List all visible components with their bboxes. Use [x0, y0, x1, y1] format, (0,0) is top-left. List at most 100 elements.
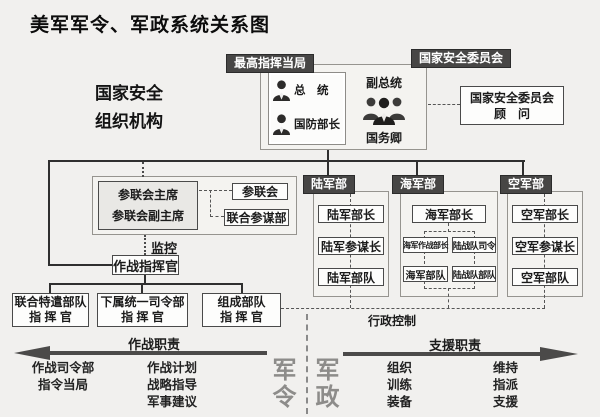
subunified-line2: 指 挥 官 — [121, 310, 164, 324]
nca-label: 最高指挥当局 — [226, 54, 315, 73]
nsc-advisor-line1: 国家安全委员会 — [469, 90, 554, 105]
connector-army-drop — [327, 162, 329, 176]
people-group-icon — [363, 97, 405, 125]
navy-branch-bus-bottom — [424, 288, 475, 289]
nsc-advisor-line2: 顾 问 — [493, 106, 530, 121]
military-admin-text: 军政 — [311, 357, 338, 411]
jcs-chairman-box: 参联会主席 参联会副主席 — [98, 181, 198, 230]
component-line1: 组成部队 — [217, 295, 266, 309]
operational-col2: 作战计划 战略指导 军事建议 — [147, 360, 197, 411]
operational-col1: 作战司令部 指令当局 — [24, 360, 102, 394]
navy-forces-box: 海军部队 — [403, 266, 448, 282]
army-chief-box: 陆军参谋长 — [318, 237, 384, 255]
jcs-vice-chairman-label: 参联会副主席 — [111, 208, 184, 223]
support-col1-line1: 组织 — [387, 361, 413, 375]
support-col2: 维持 指派 支援 — [493, 360, 518, 411]
connector-to-combat-commander — [48, 264, 112, 266]
navy-dept-label: 海军部 — [392, 175, 445, 194]
nca-advisor-connector — [428, 104, 460, 105]
nsc-label: 国家安全委员会 — [411, 49, 512, 68]
monitor-label: 监控 — [151, 241, 178, 256]
connector-commander-bus — [49, 283, 243, 285]
marine-commandant-box: 陆战队司令 — [452, 237, 496, 253]
connector-left-drop — [48, 160, 50, 266]
connector-air-drop — [522, 162, 524, 176]
person-icon — [272, 113, 291, 135]
operational-col2-line1: 作战计划 — [147, 361, 198, 375]
nsc-advisor-box: 国家安全委员会 顾 问 — [460, 86, 564, 125]
connector-monitor-dotted — [144, 235, 146, 255]
jtf-line1: 联合特遣部队 — [14, 295, 87, 309]
subunified-line1: 下属统一司令部 — [100, 295, 185, 309]
admin-control-label: 行政控制 — [368, 314, 417, 328]
jtf-line2: 指 挥 官 — [29, 310, 72, 324]
subordinate-unified-commander-box: 下属统一司令部 指 挥 官 — [97, 293, 188, 327]
support-col1-line3: 装备 — [387, 395, 413, 409]
operational-duty-label: 作战职责 — [128, 337, 181, 352]
left-arrow-head — [14, 346, 50, 360]
command-admin-divider-line — [306, 314, 308, 414]
airforce-dept-label: 空军部 — [500, 175, 553, 194]
vp-state-group: 副总统 国务卿 — [352, 74, 416, 146]
vice-president-label: 副总统 — [365, 76, 402, 90]
president-label: 总 统 — [294, 85, 329, 97]
army-secretary-box: 陆军部长 — [318, 205, 384, 223]
connector-jtf-drop — [49, 283, 51, 293]
connector-dotted-jcs — [142, 162, 144, 177]
connector-chairman-jointstaff-h — [210, 216, 224, 217]
page-title: 美军军令、军政系统关系图 — [30, 15, 271, 36]
operational-col2-line2: 战略指导 — [147, 378, 198, 392]
admin-control-dashed-line — [281, 308, 545, 309]
nsa-org-line1: 国家安全 — [95, 84, 163, 103]
connector-navy-drop — [416, 162, 418, 176]
connector-subunified-drop — [141, 283, 143, 293]
navy-spine-bottom — [448, 288, 449, 308]
joint-staff-box: 联合参谋部 — [224, 209, 289, 226]
support-col1-line2: 训练 — [387, 378, 413, 392]
connector-main-horizontal — [48, 160, 525, 162]
right-arrow-head — [540, 347, 578, 361]
navy-branch-stub — [448, 223, 449, 232]
defense-secretary-label: 国防部长 — [294, 119, 340, 131]
marine-forces-box: 陆战队部队 — [452, 266, 496, 282]
president-secdef-box: 总 统 国防部长 — [268, 72, 346, 145]
support-col2-line3: 支援 — [493, 395, 519, 409]
connector-component-drop — [241, 283, 243, 293]
nsa-org-heading: 国家安全 组织机构 — [95, 80, 163, 136]
support-duty-label: 支援职责 — [429, 338, 482, 353]
support-col1: 组织 训练 装备 — [387, 360, 412, 411]
person-icon — [272, 79, 291, 101]
airforce-chief-box: 空军参谋长 — [512, 237, 578, 255]
navy-spine-right — [474, 231, 475, 289]
combat-commander-box: 作战指挥官 — [112, 255, 179, 275]
navy-spine-left — [424, 231, 425, 289]
navy-cno-box: 海军作战部长 — [403, 237, 449, 253]
right-arrow-bar — [343, 352, 541, 356]
nsa-org-line2: 组织机构 — [95, 112, 163, 131]
operational-col2-line3: 军事建议 — [147, 395, 198, 409]
military-command-text: 军令 — [268, 357, 295, 411]
secretary-of-state-label: 国务卿 — [365, 131, 402, 145]
defense-secretary-row: 国防部长 — [269, 107, 345, 141]
support-col2-line2: 指派 — [493, 378, 519, 392]
jcs-council-box: 参联会 — [232, 183, 288, 200]
jcs-chairman-label: 参联会主席 — [117, 187, 178, 202]
airforce-secretary-box: 空军部长 — [512, 205, 578, 223]
support-col2-line1: 维持 — [493, 361, 519, 375]
army-dept-label: 陆军部 — [303, 175, 356, 194]
component-commander-box: 组成部队 指 挥 官 — [202, 293, 281, 327]
connector-nca-trunk — [327, 150, 329, 161]
jtf-commander-box: 联合特遣部队 指 挥 官 — [12, 293, 89, 327]
connector-chairman-council — [199, 190, 232, 191]
operational-col1-line1: 作战司令部 — [31, 361, 95, 375]
component-line2: 指 挥 官 — [220, 310, 263, 324]
connector-chairman-jointstaff-v — [210, 190, 211, 217]
airforce-forces-box: 空军部队 — [512, 268, 578, 286]
president-row: 总 统 — [269, 73, 345, 107]
operational-col1-line2: 指令当局 — [37, 378, 88, 392]
navy-branch-bus-top — [424, 231, 475, 232]
army-forces-box: 陆军部队 — [318, 268, 384, 286]
connector-commander-stub — [144, 275, 146, 284]
left-arrow-bar — [48, 351, 267, 355]
